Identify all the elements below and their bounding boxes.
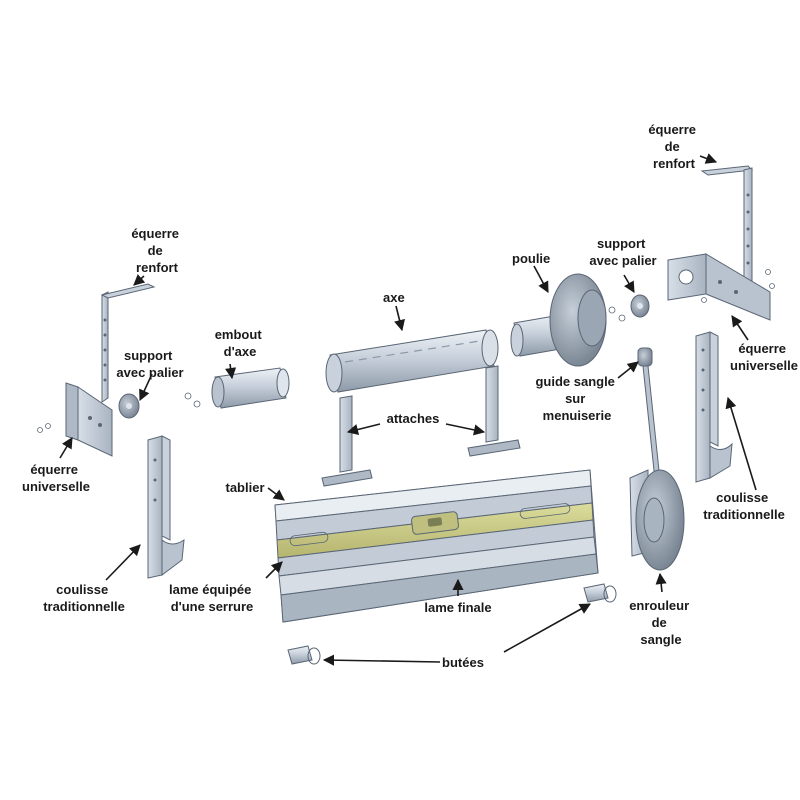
label-poulie: poulie: [512, 251, 550, 266]
tablier-curtain: [274, 469, 599, 623]
label-butees: butées: [442, 655, 484, 670]
equerre-universelle-right-part: [667, 253, 775, 321]
butee-left-part: [287, 645, 321, 665]
poulie-pulley: [510, 273, 626, 367]
label-support-palier-right: support avec palier: [589, 236, 656, 268]
butee-right-part: [583, 583, 617, 603]
label-equerre-renfort-left: équerre de renfort: [131, 226, 182, 275]
embout-axe: [184, 367, 290, 409]
part-labels: équerre de renfort équerre de renfort po…: [22, 122, 798, 670]
coulisse-right-part: [695, 331, 733, 483]
axe-tube: [325, 329, 499, 393]
support-palier-right-part: [630, 294, 650, 318]
equerre-renfort-left-part: [100, 283, 156, 403]
enrouleur-part: [629, 469, 685, 571]
label-enrouleur: enrouleur de sangle: [629, 598, 693, 647]
equerre-renfort-right-part: [700, 165, 754, 287]
label-coulisse-left: coulisse traditionnelle: [43, 582, 125, 614]
label-lame-finale: lame finale: [424, 600, 491, 615]
guide-sangle-part: [637, 347, 661, 481]
label-tablier: tablier: [225, 480, 264, 495]
label-attaches: attaches: [387, 411, 440, 426]
label-coulisse-right: coulisse traditionnelle: [703, 490, 785, 522]
support-palier-left-part: [118, 393, 140, 419]
label-equerre-renfort-right: équerre de renfort: [648, 122, 699, 171]
attaches-straps: [321, 365, 521, 487]
label-support-palier-left: support avec palier: [116, 348, 183, 380]
leader-arrows: [59, 153, 757, 666]
label-equerre-universelle-right: équerre universelle: [730, 341, 798, 373]
label-equerre-universelle-left: équerre universelle: [22, 462, 90, 494]
coulisse-left-part: [147, 435, 185, 579]
label-embout-axe: embout d'axe: [215, 327, 266, 359]
label-lame-serrure: lame équipée d'une serrure: [169, 582, 255, 614]
equerre-universelle-left-part: [37, 382, 113, 457]
label-guide-sangle: guide sangle sur menuiserie: [535, 374, 618, 423]
lame-finale-slat: [280, 553, 599, 623]
label-axe: axe: [383, 290, 405, 305]
